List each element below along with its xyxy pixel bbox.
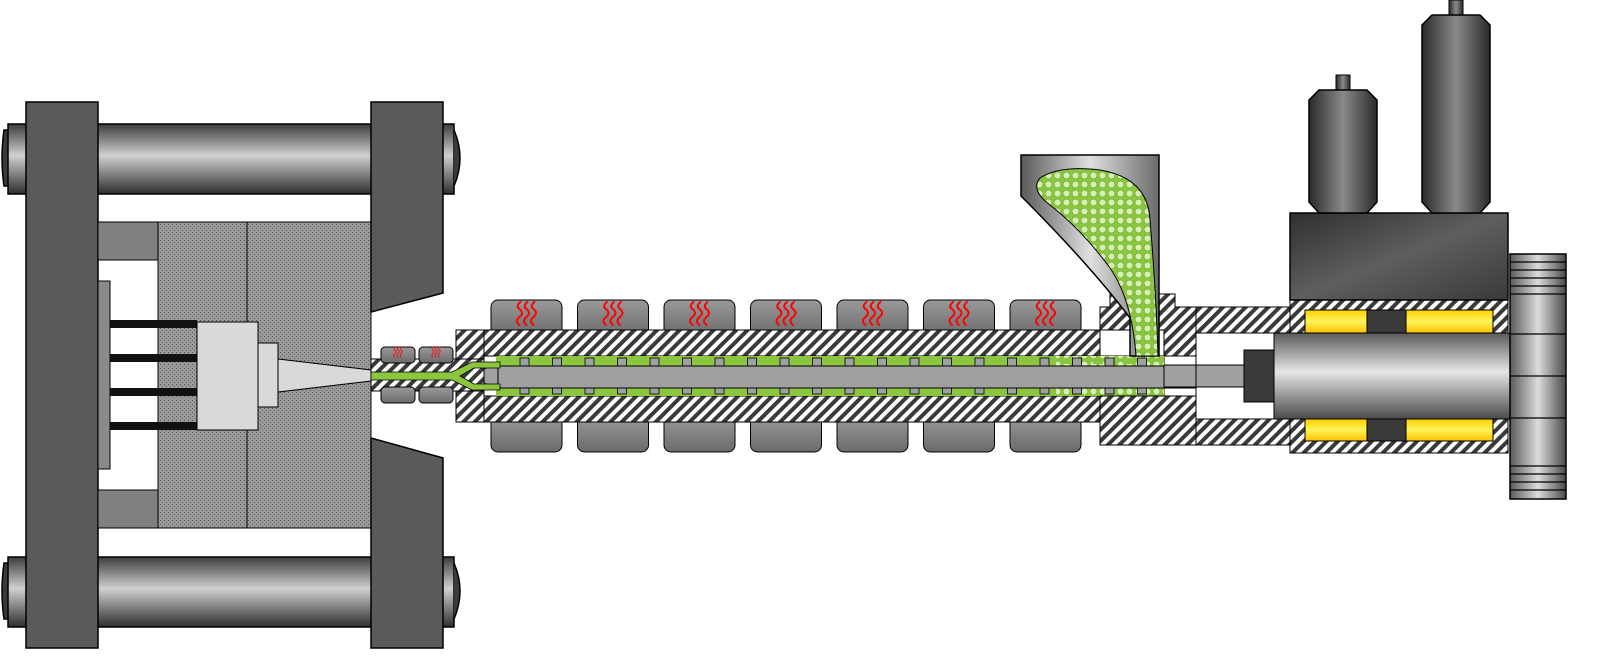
injection-unit [370, 0, 1567, 500]
heat-waves-icon [775, 301, 797, 326]
ejector-pin [110, 388, 197, 396]
drive-coupling-front [1243, 349, 1275, 403]
heat-waves-icon [862, 301, 883, 326]
coil-top-right [1405, 309, 1494, 334]
mold-cavity [196, 321, 259, 431]
barrel-wall-top [483, 329, 1101, 357]
pellet-gap [1093, 358, 1103, 364]
nozzle-heaters [380, 346, 454, 404]
coil-top-left [1304, 309, 1368, 334]
drive-shaft-inner [1195, 364, 1247, 388]
ejector-pin [110, 354, 197, 362]
piston [1273, 332, 1511, 420]
motor [1421, 0, 1491, 214]
motor [1308, 74, 1378, 214]
clamp-plate-top [97, 221, 159, 261]
nozzle-heater-bottom [380, 386, 416, 404]
ejector-plate [97, 280, 111, 470]
heat-icons [393, 301, 1056, 358]
motor-block [1289, 212, 1509, 301]
clamp-plate-bottom [97, 489, 159, 529]
clamping-unit [1, 101, 461, 649]
heat-waves-icon [948, 301, 970, 326]
motors [1308, 0, 1491, 214]
heat-waves-icon [393, 346, 403, 358]
motor-body [1421, 14, 1491, 214]
heat-waves-icon [516, 301, 537, 326]
coil-bottom-left [1304, 418, 1368, 442]
mold-gate [257, 342, 279, 408]
barrel-wall-bottom [483, 395, 1101, 423]
heat-waves-icon [1035, 301, 1056, 326]
ejector-pins [110, 320, 197, 430]
heat-waves-icon [689, 301, 710, 326]
coil-bottom-right [1405, 418, 1494, 442]
pellet-gap [1125, 358, 1136, 364]
stationary-platen [370, 101, 444, 649]
moving-platen [25, 101, 99, 649]
motor-body [1308, 89, 1378, 214]
nozzle-melt-channel [370, 361, 501, 391]
hopper-pellets [1036, 168, 1159, 357]
heat-waves-icon [431, 346, 441, 358]
pellet-gap [1060, 358, 1071, 364]
screw-shaft [497, 365, 1245, 389]
end-grip [1509, 253, 1567, 500]
ejector-pin [110, 422, 197, 430]
ejector-pin [110, 320, 197, 328]
heat-waves-icon [602, 301, 624, 326]
nozzle-heater-bottom [418, 386, 454, 404]
